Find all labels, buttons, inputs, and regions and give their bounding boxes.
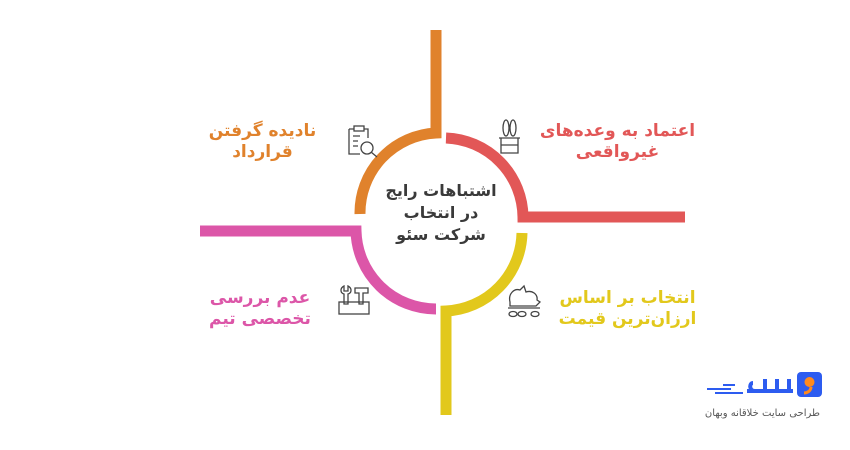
item-line-2: قرارداد [232, 142, 293, 162]
item-cheapest-price: انتخاب بر اساس ارزان‌ترین قیمت [555, 288, 700, 330]
item-line-1: نادیده گرفتن [208, 121, 317, 141]
red-arm [445, 132, 685, 223]
item-team-expertise: عدم بررسی تخصصی تیم [200, 288, 320, 330]
brand-tagline: طراحی سایت خلاقانه وبهان [704, 408, 820, 419]
orange-arm [354, 30, 442, 215]
brand-logo [707, 372, 822, 397]
item-line-1: اعتماد به وعده‌های [539, 121, 696, 141]
item-ignoring-contract: نادیده گرفتن قرارداد [200, 121, 325, 163]
item-line-1: عدم بررسی [209, 288, 311, 308]
item-line-2: غیرواقعی [575, 142, 660, 162]
item-unrealistic-promises: اعتماد به وعده‌های غیرواقعی [535, 121, 700, 163]
center-title-line-2: در انتخاب [403, 203, 479, 222]
toolbox-icon [338, 284, 370, 315]
magic-hat-rabbit-icon [499, 119, 520, 154]
item-line-1: انتخاب بر اساس [559, 288, 696, 308]
center-title-line-3: شرکت سئو [396, 225, 486, 244]
item-line-2: ارزان‌ترین قیمت [558, 309, 697, 329]
yellow-arm [440, 232, 528, 415]
clipboard-search-icon [348, 125, 378, 158]
piggy-bank-coins-icon [508, 284, 542, 318]
pink-arm [200, 225, 437, 315]
center-title: اشتباهات رایج در انتخاب شرکت سئو [361, 180, 521, 246]
item-line-2: تخصصی تیم [209, 309, 311, 329]
center-title-line-1: اشتباهات رایج [385, 181, 497, 200]
